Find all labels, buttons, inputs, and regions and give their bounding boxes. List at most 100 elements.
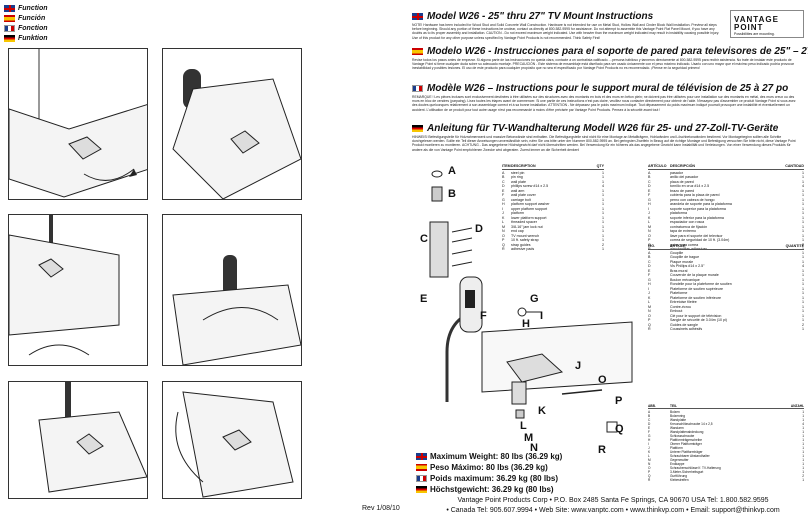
item-description: threaded spacer bbox=[511, 220, 537, 224]
item-letter: E bbox=[648, 188, 651, 193]
item-letter: Q bbox=[648, 322, 651, 327]
mount-rotate-illustration bbox=[9, 49, 147, 198]
item-letter: J bbox=[648, 211, 650, 215]
item-letter: B bbox=[502, 175, 505, 179]
step-panel-2 bbox=[162, 48, 302, 200]
item-letter: K bbox=[502, 215, 505, 220]
germany-flag-icon bbox=[4, 35, 15, 42]
item-letter: R bbox=[648, 478, 651, 482]
item-letter: M bbox=[648, 458, 651, 462]
item-letter: G bbox=[502, 197, 505, 202]
item-letter: H bbox=[648, 438, 651, 442]
item-qty: 4 bbox=[802, 184, 804, 188]
item-qty: 1 bbox=[602, 197, 604, 202]
item-letter: I bbox=[648, 206, 649, 211]
item-qty: 1 bbox=[802, 238, 804, 242]
item-description: Schraubenschlüssel f. TV-Halterung bbox=[670, 466, 721, 470]
item-letter: L bbox=[502, 220, 504, 224]
item-letter: L bbox=[648, 454, 650, 458]
item-qty: 1 bbox=[602, 206, 604, 211]
item-description: anillo del pasador bbox=[670, 175, 699, 179]
item-qty: 1 bbox=[802, 454, 804, 458]
item-qty: 1 bbox=[802, 250, 804, 255]
part-label-m: M bbox=[524, 432, 534, 444]
item-qty: 1 bbox=[602, 233, 604, 238]
france-flag-icon bbox=[416, 475, 427, 482]
body-de: HINWEIS! Befestigungsteile für Holzrahme… bbox=[412, 135, 796, 152]
title-de: Anleitung für TV-Wandhalterung Modell W2… bbox=[412, 123, 778, 134]
item-letter: O bbox=[648, 313, 651, 318]
item-qty: 1 bbox=[602, 188, 604, 193]
table-row: L Schraubbarer Abstandhalter 1 bbox=[648, 454, 804, 458]
title-fr: Modèle W26 – Instructions pour le suppor… bbox=[412, 83, 788, 94]
item-letter: D bbox=[648, 422, 651, 426]
france-flag-icon bbox=[412, 85, 423, 92]
germany-flag-icon bbox=[416, 486, 427, 493]
item-description: tapa de extremo bbox=[670, 229, 696, 233]
item-qty: 4 bbox=[802, 264, 804, 268]
header-articulo: ARTÍCULO bbox=[648, 164, 667, 168]
item-letter: E bbox=[648, 426, 651, 430]
footer-contact: • Canada Tel: 905.607.9994 • Web Site: w… bbox=[446, 507, 780, 514]
item-qty: 1 bbox=[802, 446, 804, 450]
item-description: Schlossschraube bbox=[670, 434, 695, 438]
item-letter: D bbox=[648, 264, 651, 268]
item-letter: P bbox=[648, 318, 651, 322]
item-letter: F bbox=[648, 193, 651, 197]
item-qty: 1 bbox=[802, 450, 804, 454]
item-letter: R bbox=[648, 327, 651, 331]
item-description: Clé pour le support de télévision bbox=[670, 313, 722, 318]
item-letter: A bbox=[648, 170, 651, 175]
item-description: guías para correa bbox=[670, 242, 699, 247]
item-description: adhesive pads bbox=[511, 247, 535, 251]
title-es: Modelo W26 - Instrucciones para el sopor… bbox=[412, 46, 808, 57]
brand-name-line1: VANTAGE bbox=[734, 15, 779, 24]
legend-es-label: Función bbox=[18, 15, 46, 22]
item-description: Schraubbarer Abstandhalter bbox=[670, 454, 710, 458]
item-description: wall plate cover bbox=[511, 193, 536, 197]
item-letter: F bbox=[502, 193, 505, 197]
item-qty: 1 bbox=[802, 410, 804, 414]
item-letter: G bbox=[648, 197, 651, 202]
item-qty: 1 bbox=[802, 470, 804, 474]
parts-table-es-header: ARTÍCULO DESCRIPCIÓN CANTIDAD bbox=[648, 164, 804, 170]
legend-fr: Fonction bbox=[4, 24, 48, 33]
item-letter: F bbox=[648, 273, 651, 277]
item-qty: 1 bbox=[802, 430, 804, 434]
item-letter: B bbox=[648, 255, 651, 259]
item-description: Entretoise filetée bbox=[670, 300, 697, 304]
body-en: NOTE! Hardware has been included for Woo… bbox=[412, 23, 720, 40]
item-description: plataforma bbox=[670, 211, 687, 215]
item-description: Oberer Plattformträger bbox=[670, 442, 702, 446]
item-letter: E bbox=[648, 268, 651, 273]
header-teil: TEIL bbox=[670, 404, 677, 408]
item-description: upper platform support bbox=[511, 206, 548, 211]
item-qty: 1 bbox=[602, 215, 604, 220]
item-qty: 1 bbox=[802, 211, 804, 215]
step-panel-4 bbox=[162, 214, 302, 366]
item-letter: L bbox=[648, 300, 650, 304]
item-letter: G bbox=[648, 277, 651, 282]
item-description: carriage bolt bbox=[511, 197, 531, 202]
parts-exploded-diagram bbox=[429, 170, 633, 433]
